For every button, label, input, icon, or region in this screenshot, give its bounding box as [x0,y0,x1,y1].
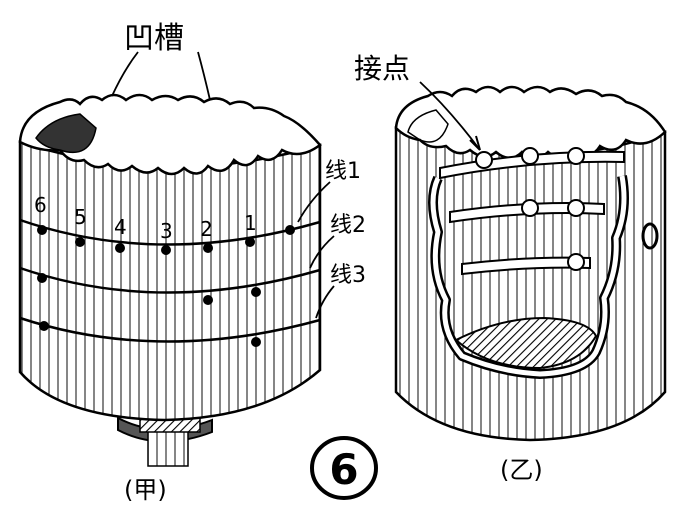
column-number: 6 [34,193,47,217]
contact-dot [37,225,47,235]
left-caption: (甲) [124,476,167,504]
figure-number: 6 [329,445,358,494]
terminal-block [454,316,598,370]
contact-dot [245,237,255,247]
left-drum-contact-dots [37,225,295,347]
contact-dot [39,321,49,331]
contact-dot [203,295,213,305]
left-drum-column-numbers: 6 5 4 3 2 1 [34,193,257,243]
contact-dot [251,287,261,297]
contact-dot [285,225,295,235]
left-drum-interior-shadow [35,113,97,154]
contact [567,199,585,217]
contact-dot [115,243,125,253]
line-label-callouts: 线1 线2 线3 [297,159,366,319]
groove-label: 凹槽 [124,21,184,56]
right-caption: (乙) [500,456,543,484]
contact [521,199,539,217]
side-hole [641,222,659,250]
right-drum-contacts [475,147,585,271]
column-number: 2 [200,217,213,241]
line-label: 线1 [325,159,361,184]
left-drum-rings [19,218,321,343]
contact-label: 接点 [354,52,410,85]
left-drum: 6 5 4 3 2 1 凹槽 [18,21,366,504]
column-number: 3 [160,219,173,243]
contact-dot [37,273,47,283]
figure-number-badge: 6 [310,436,378,500]
contact [475,151,493,169]
groove-callout: 凹槽 [111,21,211,101]
right-drum: 接点 (乙) [354,52,667,484]
column-number: 5 [74,205,87,229]
line-label: 线2 [330,213,366,238]
contact-dot [203,243,213,253]
contact [521,147,539,165]
contact [567,147,585,165]
contact-callout: 接点 [354,52,481,151]
contact-dot [251,337,261,347]
line-label: 线3 [330,263,366,288]
column-number: 4 [114,215,127,239]
column-number: 1 [244,211,257,235]
left-drum-top-rim [18,93,322,176]
contact [567,253,585,271]
left-drum-shaft [117,416,213,467]
contact-dot [75,237,85,247]
contact-dot [161,245,171,255]
